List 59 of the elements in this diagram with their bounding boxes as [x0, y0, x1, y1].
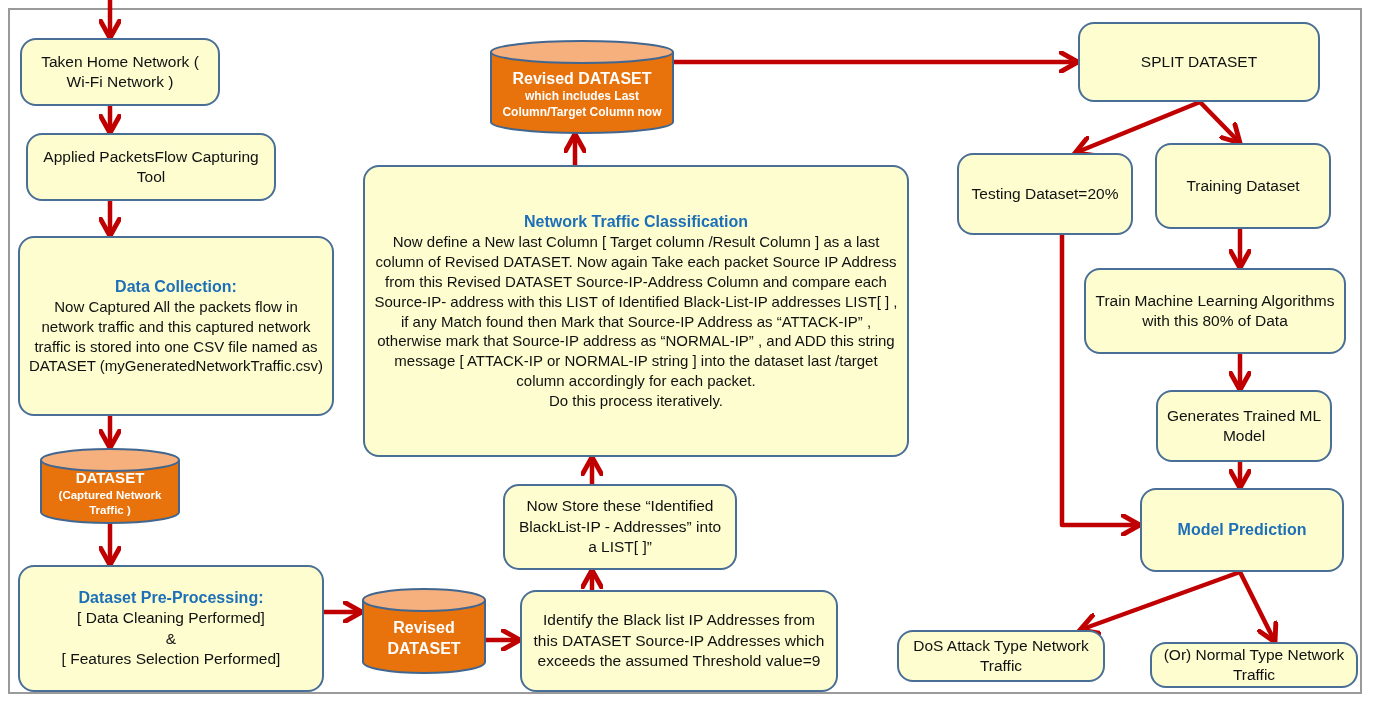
- box-text: Do this process iteratively.: [549, 390, 723, 411]
- database-label: Revised DATASET: [512, 68, 652, 89]
- arrow: [1228, 354, 1252, 393]
- box-text: Now Captured All the packets flow in network traffic and this captured network traffic is stored into one CSV file named as DATASET (myGeneratedNetworkTraffic.csv): [28, 296, 324, 377]
- process-box: [520, 590, 838, 692]
- box-text: (Or) Normal Type Network Traffic: [1162, 644, 1346, 685]
- arrow: [98, 524, 122, 568]
- process-box: [363, 165, 909, 457]
- arrow: [580, 567, 604, 590]
- process-box: [1078, 22, 1320, 102]
- process-box: [1084, 268, 1346, 354]
- arrow: [1228, 462, 1252, 491]
- process-box: [26, 133, 276, 201]
- process-box: [1156, 390, 1332, 462]
- database-note: (Captured Network Traffic ): [57, 487, 163, 518]
- process-box: [957, 153, 1133, 235]
- box-heading: Network Traffic Classification: [523, 212, 749, 233]
- process-box: [18, 565, 324, 692]
- box-text: [ Data Cleaning Performed]: [77, 608, 265, 629]
- database-label: DATASET: [75, 467, 145, 488]
- arrow: [563, 131, 587, 165]
- arrow: [1077, 569, 1241, 636]
- arrow: [98, 201, 122, 239]
- box-heading: Dataset Pre-Processing:: [78, 588, 264, 609]
- box-text: SPLIT DATASET: [1140, 51, 1258, 72]
- arrow: [98, 106, 122, 136]
- database-note: which includes Last Column/Target Column now: [501, 88, 663, 121]
- box-text: Now define a New last Column [ Target column /Result Column ] as a last column of Revised DATASET. Now again Take each packet Source IP Address from this Revised DATASET Source-IP-Address Column and compare each Source-IP- address with this LIST of Identified Black-List-IP addresses LIST[ ] , if any Match found then Mark that Source-IP Address as “ATTACK-IP” , otherwise mark that Source-IP address as “NORMAL-IP” , and ADD this string message [ ATTACK-IP or NORMAL-IP string ] into the dataset last /target column accordingly for each packet.: [373, 232, 899, 391]
- box-text: Training Dataset: [1186, 175, 1300, 196]
- arrow: [98, 416, 122, 451]
- process-box: [1155, 143, 1331, 229]
- box-text: Generates Trained ML Model: [1166, 405, 1322, 446]
- box-text: [ Features Selection Performed]: [61, 649, 281, 670]
- database-cylinder: [40, 448, 180, 524]
- box-text: Applied PacketsFlow Capturing Tool: [42, 146, 260, 187]
- database-label: Revised DATASET: [386, 617, 462, 659]
- box-text: Identify the Black list IP Addresses from this DATASET Source-IP Addresses which exceeds the assumed Threshold value=9: [532, 610, 826, 672]
- box-heading: Model Prediction: [1177, 520, 1307, 541]
- arrow: [1228, 229, 1252, 271]
- process-box: [1140, 488, 1344, 572]
- box-heading: Data Collection:: [115, 276, 237, 297]
- arrow: [580, 454, 604, 484]
- box-text: DoS Attack Type Network Traffic: [912, 635, 1090, 676]
- process-box: [1150, 642, 1358, 688]
- box-text: Now Store these “Identified BlackList-IP - Addresses” into a LIST[ ]”: [517, 496, 723, 558]
- process-box: [18, 236, 334, 416]
- box-text: Taken Home Network ( Wi-Fi Network ): [40, 51, 200, 92]
- box-text: &: [165, 628, 177, 649]
- arrow: [324, 600, 365, 624]
- box-text: Train Machine Learning Algorithms with this 80% of Data: [1094, 290, 1336, 331]
- process-box: [503, 484, 737, 570]
- arrow: [98, 0, 122, 41]
- database-cylinder: [490, 40, 674, 134]
- process-box: [20, 38, 220, 106]
- database-cylinder: [362, 588, 486, 674]
- arrow: [1238, 571, 1279, 645]
- box-text: Testing Dataset=20%: [971, 183, 1119, 204]
- arrow: [1198, 100, 1243, 146]
- process-box: [897, 630, 1105, 682]
